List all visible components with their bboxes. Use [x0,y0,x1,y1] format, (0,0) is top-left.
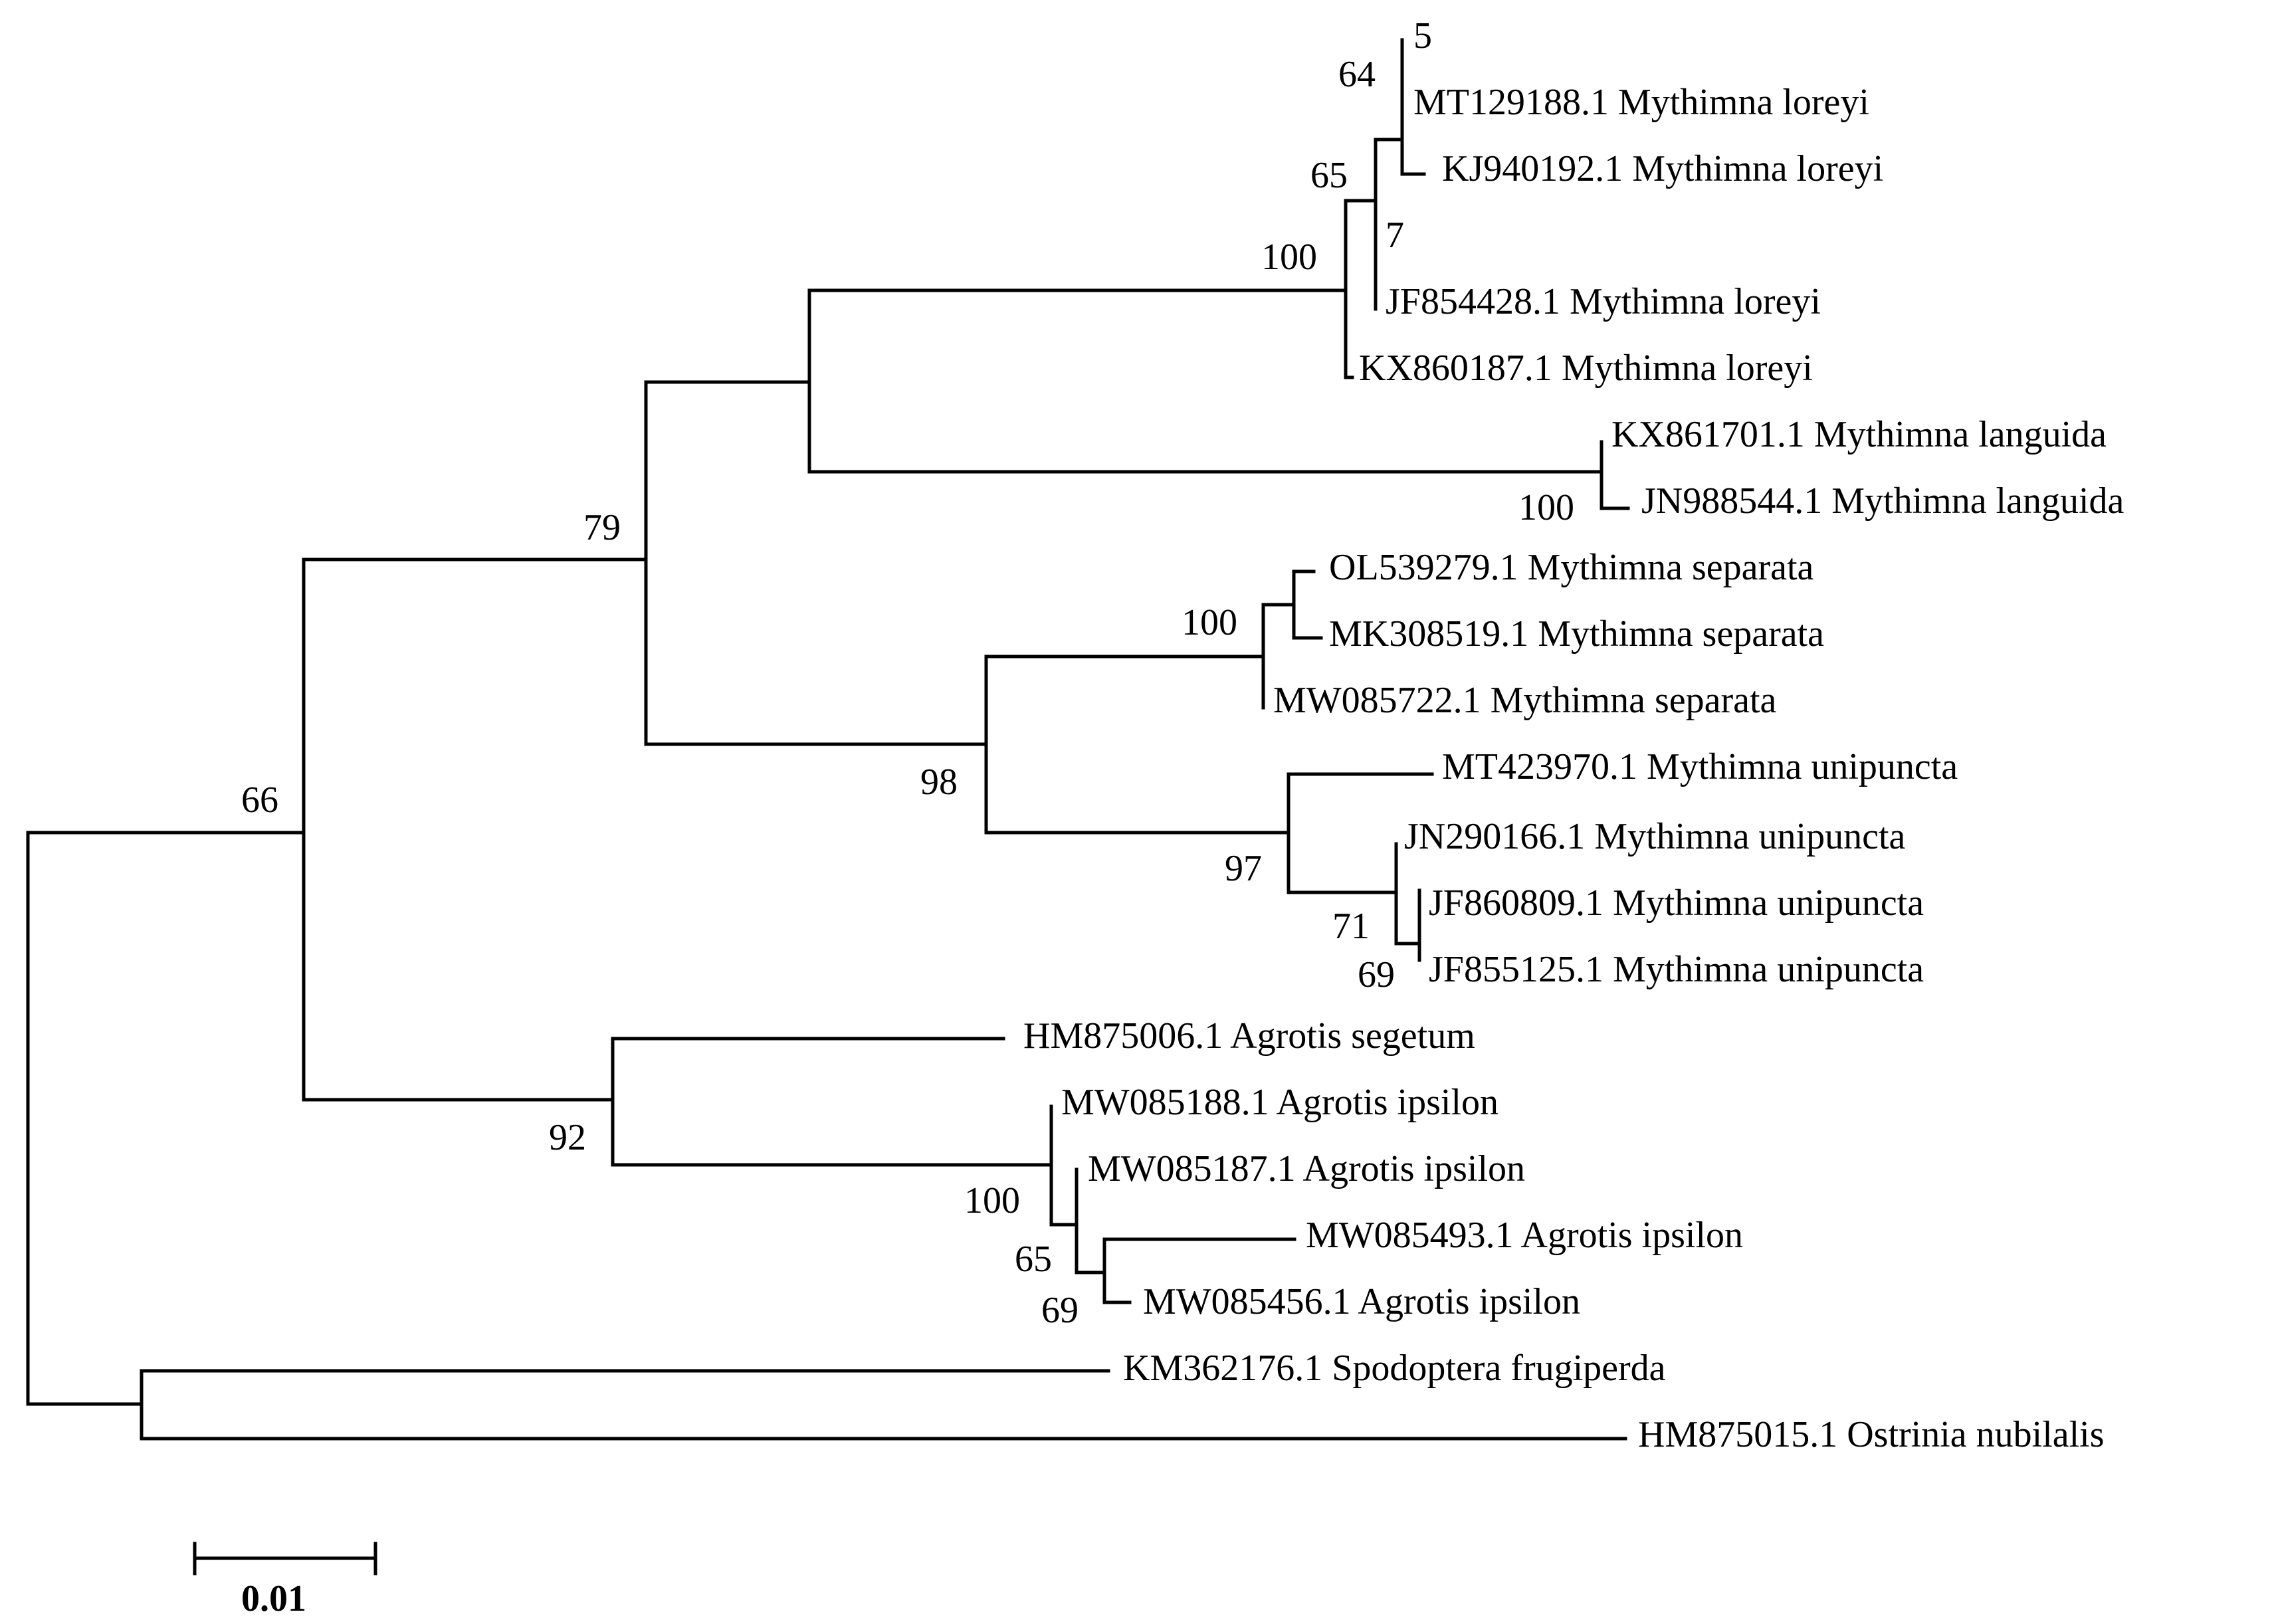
taxon-label: 7 [1386,215,1404,256]
bootstrap-value: 71 [1332,906,1370,947]
taxon-label: JN988544.1 Mythimna languida [1641,480,2124,522]
taxon-label: MT423970.1 Mythimna unipuncta [1442,746,1958,787]
bootstrap-value: 65 [1015,1239,1052,1280]
scale-bar-label: 0.01 [241,1578,306,1619]
taxon-label: MW085722.1 Mythimna separata [1273,680,1777,721]
scale-bar: 0.01 [193,1542,377,1619]
tree-branches [26,38,1630,1441]
bootstrap-value: 98 [920,761,958,803]
bootstrap-value: 100 [1261,237,1317,278]
taxon-label: KX861701.1 Mythimna languida [1611,414,2107,455]
taxon-label: 5 [1413,15,1432,56]
taxon-label: MW085493.1 Agrotis ipsilon [1306,1215,1743,1256]
taxon-label: JN290166.1 Mythimna unipuncta [1404,816,1906,857]
taxon-label: KX860187.1 Mythimna loreyi [1359,348,1813,389]
taxon-label: MT129188.1 Mythimna loreyi [1413,82,1869,123]
taxon-label: JF854428.1 Mythimna loreyi [1386,281,1821,322]
taxon-label: HM875015.1 Ostrinia nubilalis [1638,1414,2105,1455]
bootstrap-value: 100 [1518,487,1574,528]
taxon-label: OL539279.1 Mythimna separata [1329,547,1814,588]
bootstrap-value: 66 [241,779,278,821]
bootstrap-value: 64 [1338,54,1376,95]
taxon-labels: 5 MT129188.1 Mythimna loreyi KJ940192.1 … [1023,15,2124,1455]
taxon-label: MK308519.1 Mythimna separata [1329,613,1824,655]
bootstrap-value: 79 [583,507,621,548]
bootstrap-value: 100 [1182,602,1237,643]
taxon-label: JF855125.1 Mythimna unipuncta [1429,949,1924,990]
taxon-label: JF860809.1 Mythimna unipuncta [1429,882,1924,924]
taxon-label: KJ940192.1 Mythimna loreyi [1442,148,1883,189]
taxon-label: MW085187.1 Agrotis ipsilon [1088,1148,1525,1189]
bootstrap-value: 65 [1310,155,1348,196]
bootstrap-value: 97 [1225,848,1262,889]
bootstrap-value: 69 [1358,954,1395,995]
taxon-label: MW085456.1 Agrotis ipsilon [1143,1281,1580,1322]
taxon-label: HM875006.1 Agrotis segetum [1023,1015,1475,1057]
bootstrap-value: 100 [964,1180,1020,1221]
taxon-label: MW085188.1 Agrotis ipsilon [1061,1082,1499,1123]
bootstrap-value: 92 [549,1117,586,1158]
bootstrap-value: 69 [1041,1290,1079,1331]
taxon-label: KM362176.1 Spodoptera frugiperda [1123,1348,1666,1389]
bootstrap-values: 64 65 100 100 79 100 98 97 71 69 66 92 1… [241,54,1574,1331]
